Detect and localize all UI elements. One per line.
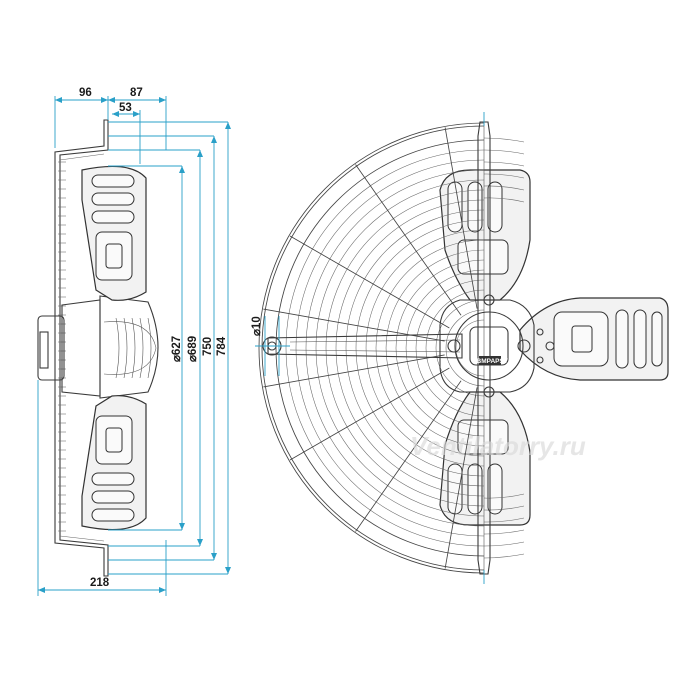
side-blade-bottom — [81, 395, 147, 531]
dim-96: 96 — [79, 87, 92, 99]
dim-87: 87 — [130, 87, 143, 99]
front-motor-hub: EBMPAPST — [439, 294, 555, 398]
front-blade-top — [439, 169, 531, 301]
dim-10: ⌀10 — [251, 316, 263, 336]
watermark: Ventilatorry.ru — [410, 431, 586, 461]
front-mounting-arm — [262, 333, 463, 359]
dim-689: ⌀689 — [187, 336, 199, 362]
hole-dimension — [255, 316, 290, 376]
nameplate-label: EBMPAPST — [472, 358, 508, 365]
dim-627: ⌀627 — [171, 336, 183, 362]
dim-53: 53 — [119, 102, 132, 114]
side-blade-top — [81, 165, 147, 301]
dim-750: 750 — [202, 337, 214, 356]
side-dimensions — [37, 96, 231, 596]
side-view: 96 87 53 218 ⌀627 ⌀689 750 784 — [37, 87, 231, 596]
front-frame-bar — [477, 112, 491, 584]
side-motor — [37, 295, 159, 399]
front-view: EBMPAPST ⌀10 — [251, 112, 669, 584]
dim-784: 784 — [216, 336, 228, 356]
front-blade-right — [519, 297, 669, 381]
dim-218: 218 — [90, 577, 110, 589]
